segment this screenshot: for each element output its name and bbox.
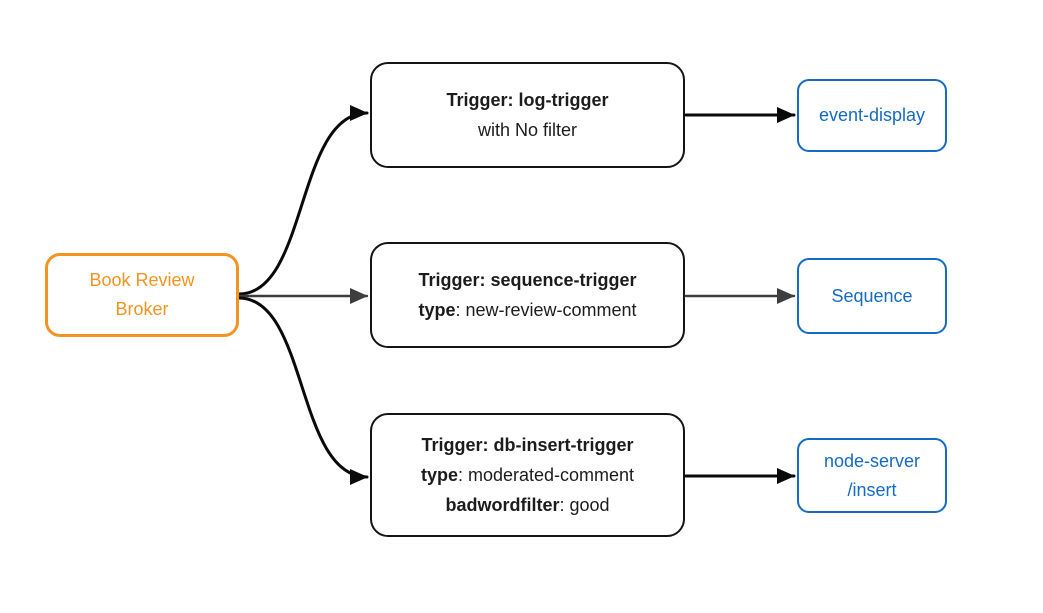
- edge-broker-to-db-insert-trigger: [237, 296, 369, 485]
- node-trigger-log: Trigger: log-trigger with No filter: [370, 62, 685, 168]
- trigger-db-insert-type-value: : moderated-comment: [457, 465, 635, 485]
- trigger-sequence-filter-key: type: [418, 300, 456, 320]
- node-sink-node-server: node-server /insert: [797, 438, 947, 513]
- sink-node-server-label-line2: /insert: [847, 479, 897, 500]
- edge-broker-to-log-trigger: [237, 105, 369, 296]
- sink-event-display-label: event-display: [818, 105, 926, 125]
- node-broker: Book Review Broker: [45, 253, 239, 337]
- trigger-db-insert-badwordfilter-line: badwordfilter: good: [445, 490, 609, 520]
- node-sink-event-display: event-display: [797, 79, 947, 152]
- node-sink-sequence: Sequence: [797, 258, 947, 334]
- trigger-db-insert-type-key: type: [420, 465, 458, 485]
- node-trigger-sequence: Trigger: sequence-trigger type: new-revi…: [370, 242, 685, 348]
- trigger-log-filter-line: with No filter: [478, 115, 577, 145]
- trigger-sequence-filter-value: : new-review-comment: [455, 300, 637, 320]
- broker-label-line1: Book Review: [89, 270, 195, 290]
- trigger-sequence-filter-line: type: new-review-comment: [418, 295, 636, 325]
- trigger-log-filter-value: with No filter: [477, 120, 578, 140]
- trigger-db-insert-badwordfilter-value: : good: [559, 495, 610, 515]
- trigger-db-insert-title: Trigger: db-insert-trigger: [421, 435, 634, 455]
- sink-node-server-label-line1: node-server: [823, 450, 921, 471]
- broker-label-line2: Broker: [115, 299, 169, 319]
- trigger-log-title: Trigger: log-trigger: [446, 90, 609, 110]
- sink-sequence-label: Sequence: [831, 285, 913, 306]
- trigger-sequence-title: Trigger: sequence-trigger: [418, 270, 637, 290]
- trigger-db-insert-badwordfilter-key: badwordfilter: [445, 495, 560, 515]
- node-trigger-db-insert: Trigger: db-insert-trigger type: moderat…: [370, 413, 685, 537]
- trigger-db-insert-type-line: type: moderated-comment: [421, 460, 634, 490]
